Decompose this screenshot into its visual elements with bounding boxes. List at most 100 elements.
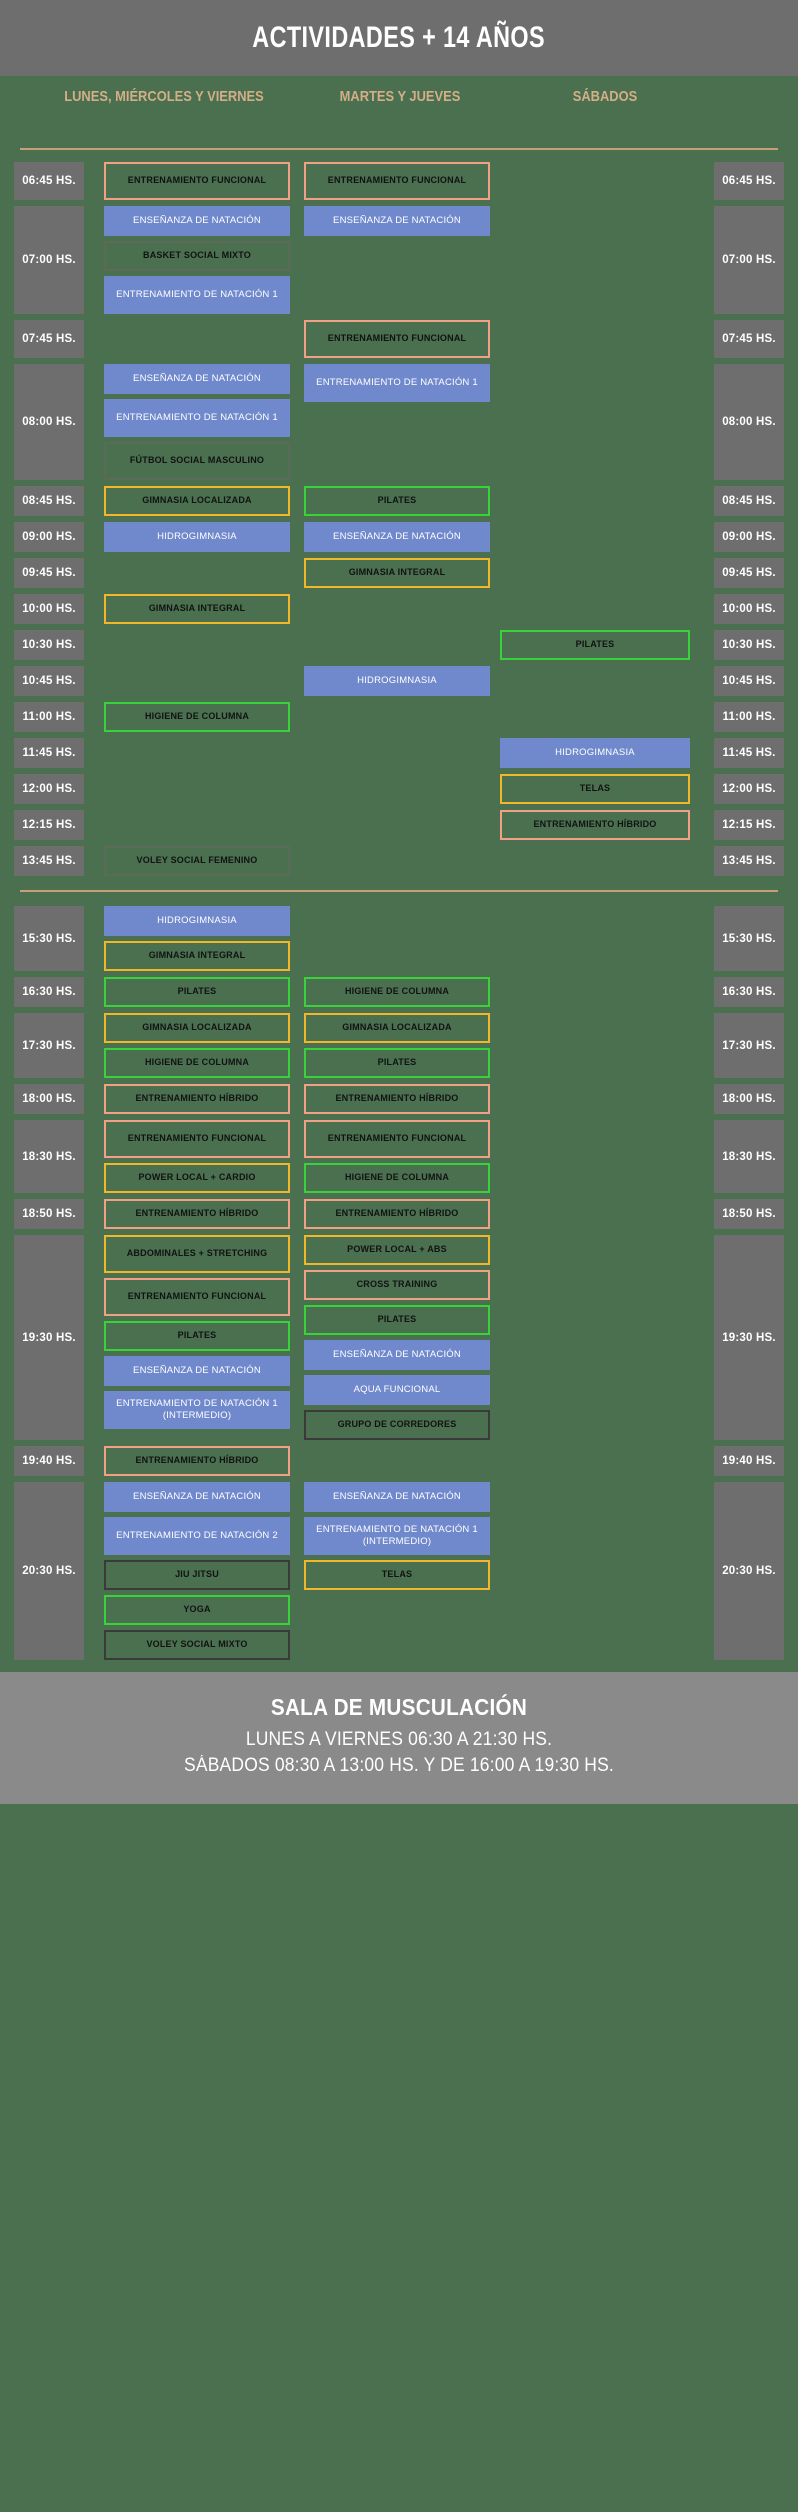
column-martes-jueves: [304, 906, 490, 971]
row-columns: HIDROGIMNASIA: [84, 738, 714, 768]
footer-weekday-hours: LUNES A VIERNES 06:30 A 21:30 HS.: [245, 1729, 553, 1750]
activity-chip-pilates: PILATES: [304, 1048, 490, 1078]
time-label-left: 07:45 HS.: [14, 320, 84, 358]
activity-chip-higiene-de-columna: HIGIENE DE COLUMNA: [104, 1048, 290, 1078]
activity-chip-gimnasia-localizada: GIMNASIA LOCALIZADA: [304, 1013, 490, 1043]
activity-chip-entrenamiento-de-natacion-1-intermedio: ENTRENAMIENTO DE NATACIÓN 1 (INTERMEDIO): [104, 1391, 290, 1429]
activity-chip-entrenamiento-funcional: ENTRENAMIENTO FUNCIONAL: [304, 320, 490, 358]
activity-chip-ensenanza-de-natacion: ENSEÑANZA DE NATACIÓN: [304, 522, 490, 552]
activity-chip-cross-training: CROSS TRAINING: [304, 1270, 490, 1300]
schedule-row: 07:00 HS. ENSEÑANZA DE NATACIÓN BASKET SOC…: [0, 206, 798, 314]
column-sabados: [500, 977, 690, 1007]
footer-saturday-hours: SÁBADOS 08:30 A 13:00 HS. Y DE 16:00 A 1…: [184, 1754, 614, 1776]
column-martes-jueves: [304, 738, 490, 768]
time-label-right: 18:30 HS.: [714, 1120, 784, 1193]
activity-chip-ensenanza-de-natacion: ENSEÑANZA DE NATACIÓN: [104, 1356, 290, 1386]
column-sabados: [500, 364, 690, 480]
row-columns: ENTRENAMIENTO HÍBRIDO: [84, 810, 714, 840]
activity-chip-ensenanza-de-natacion: ENSEÑANZA DE NATACIÓN: [104, 1482, 290, 1512]
column-sabados: [500, 1013, 690, 1078]
activity-chip-pilates: PILATES: [500, 630, 690, 660]
column-lunes-miercoles-viernes: ENSEÑANZA DE NATACIÓN BASKET SOCIAL MIXTO…: [104, 206, 290, 314]
schedule-row: 07:45 HS. ENTRENAMIENTO FUNCIONAL 07:45 HS…: [0, 320, 798, 358]
column-lunes-miercoles-viernes: [104, 810, 290, 840]
time-label-left: 16:30 HS.: [14, 977, 84, 1007]
row-columns: ENSEÑANZA DE NATACIÓN ENTRENAMIENTO DE NA…: [84, 1482, 714, 1660]
time-label-right: 15:30 HS.: [714, 906, 784, 971]
time-label-left: 19:30 HS.: [14, 1235, 84, 1440]
activity-chip-hidrogimnasia: HIDROGIMNASIA: [304, 666, 490, 696]
activity-chip-entrenamiento-de-natacion-1: ENTRENAMIENTO DE NATACIÓN 1: [104, 276, 290, 314]
schedule-container: LUNES, MIÉRCOLES Y VIERNES MARTES Y JUEV…: [0, 88, 798, 1672]
activity-chip-abdominales-stretching: ABDOMINALES + STRETCHING: [104, 1235, 290, 1273]
column-sabados: ENTRENAMIENTO HÍBRIDO: [500, 810, 690, 840]
column-sabados: [500, 1446, 690, 1476]
activity-chip-entrenamiento-de-natacion-1-intermedio: ENTRENAMIENTO DE NATACIÓN 1 (INTERMEDIO): [304, 1517, 490, 1555]
column-martes-jueves: HIDROGIMNASIA: [304, 666, 490, 696]
column-martes-jueves: ENSEÑANZA DE NATACIÓN: [304, 206, 490, 314]
column-sabados: [500, 702, 690, 732]
activity-chip-gimnasia-localizada: GIMNASIA LOCALIZADA: [104, 1013, 290, 1043]
column-sabados: [500, 522, 690, 552]
activity-chip-voley-social-mixto: VOLEY SOCIAL MIXTO: [104, 1630, 290, 1660]
row-columns: HIDROGIMNASIA: [84, 666, 714, 696]
activity-chip-entrenamiento-funcional: ENTRENAMIENTO FUNCIONAL: [304, 162, 490, 200]
column-headers: LUNES, MIÉRCOLES Y VIERNES MARTES Y JUEV…: [0, 88, 798, 144]
time-label-left: 20:30 HS.: [14, 1482, 84, 1660]
row-columns: GIMNASIA INTEGRAL: [84, 594, 714, 624]
activity-chip-hidrogimnasia: HIDROGIMNASIA: [500, 738, 690, 768]
activity-chip-entrenamiento-de-natacion-1: ENTRENAMIENTO DE NATACIÓN 1: [304, 364, 490, 402]
time-label-right: 13:45 HS.: [714, 846, 784, 876]
column-sabados: [500, 1199, 690, 1229]
column-sabados: [500, 1084, 690, 1114]
column-lunes-miercoles-viernes: [104, 630, 290, 660]
time-label-right: 06:45 HS.: [714, 162, 784, 200]
activity-chip-basket-social-mixto: BASKET SOCIAL MIXTO: [104, 241, 290, 271]
column-martes-jueves: ENTRENAMIENTO HÍBRIDO: [304, 1084, 490, 1114]
column-sabados: [500, 162, 690, 200]
time-label-right: 18:50 HS.: [714, 1199, 784, 1229]
activity-chip-gimnasia-integral: GIMNASIA INTEGRAL: [304, 558, 490, 588]
column-martes-jueves: ENTRENAMIENTO FUNCIONAL: [304, 320, 490, 358]
column-lunes-miercoles-viernes: ENTRENAMIENTO HÍBRIDO: [104, 1446, 290, 1476]
time-label-left: 18:30 HS.: [14, 1120, 84, 1193]
time-label-left: 15:30 HS.: [14, 906, 84, 971]
column-lunes-miercoles-viernes: ENTRENAMIENTO FUNCIONAL: [104, 162, 290, 200]
activity-chip-entrenamiento-funcional: ENTRENAMIENTO FUNCIONAL: [304, 1120, 490, 1158]
activity-chip-ensenanza-de-natacion: ENSEÑANZA DE NATACIÓN: [104, 206, 290, 236]
activity-chip-gimnasia-localizada: GIMNASIA LOCALIZADA: [104, 486, 290, 516]
time-label-right: 07:45 HS.: [714, 320, 784, 358]
time-label-left: 07:00 HS.: [14, 206, 84, 314]
column-lunes-miercoles-viernes: HIDROGIMNASIA: [104, 522, 290, 552]
row-columns: HIDROGIMNASIA ENSEÑANZA DE NATACIÓN: [84, 522, 714, 552]
row-columns: ENTRENAMIENTO HÍBRIDO: [84, 1446, 714, 1476]
column-sabados: [500, 1235, 690, 1440]
column-martes-jueves: ENSEÑANZA DE NATACIÓN: [304, 522, 490, 552]
activity-chip-entrenamiento-hibrido: ENTRENAMIENTO HÍBRIDO: [304, 1084, 490, 1114]
column-martes-jueves: [304, 846, 490, 876]
time-label-left: 10:45 HS.: [14, 666, 84, 696]
page-title: ACTIVIDADES + 14 AÑOS: [252, 21, 546, 54]
column-martes-jueves: ENTRENAMIENTO HÍBRIDO: [304, 1199, 490, 1229]
activity-chip-entrenamiento-hibrido: ENTRENAMIENTO HÍBRIDO: [500, 810, 690, 840]
column-martes-jueves: ENTRENAMIENTO FUNCIONAL: [304, 162, 490, 200]
activity-chip-power-local-abs: POWER LOCAL + ABS: [304, 1235, 490, 1265]
column-martes-jueves: [304, 702, 490, 732]
